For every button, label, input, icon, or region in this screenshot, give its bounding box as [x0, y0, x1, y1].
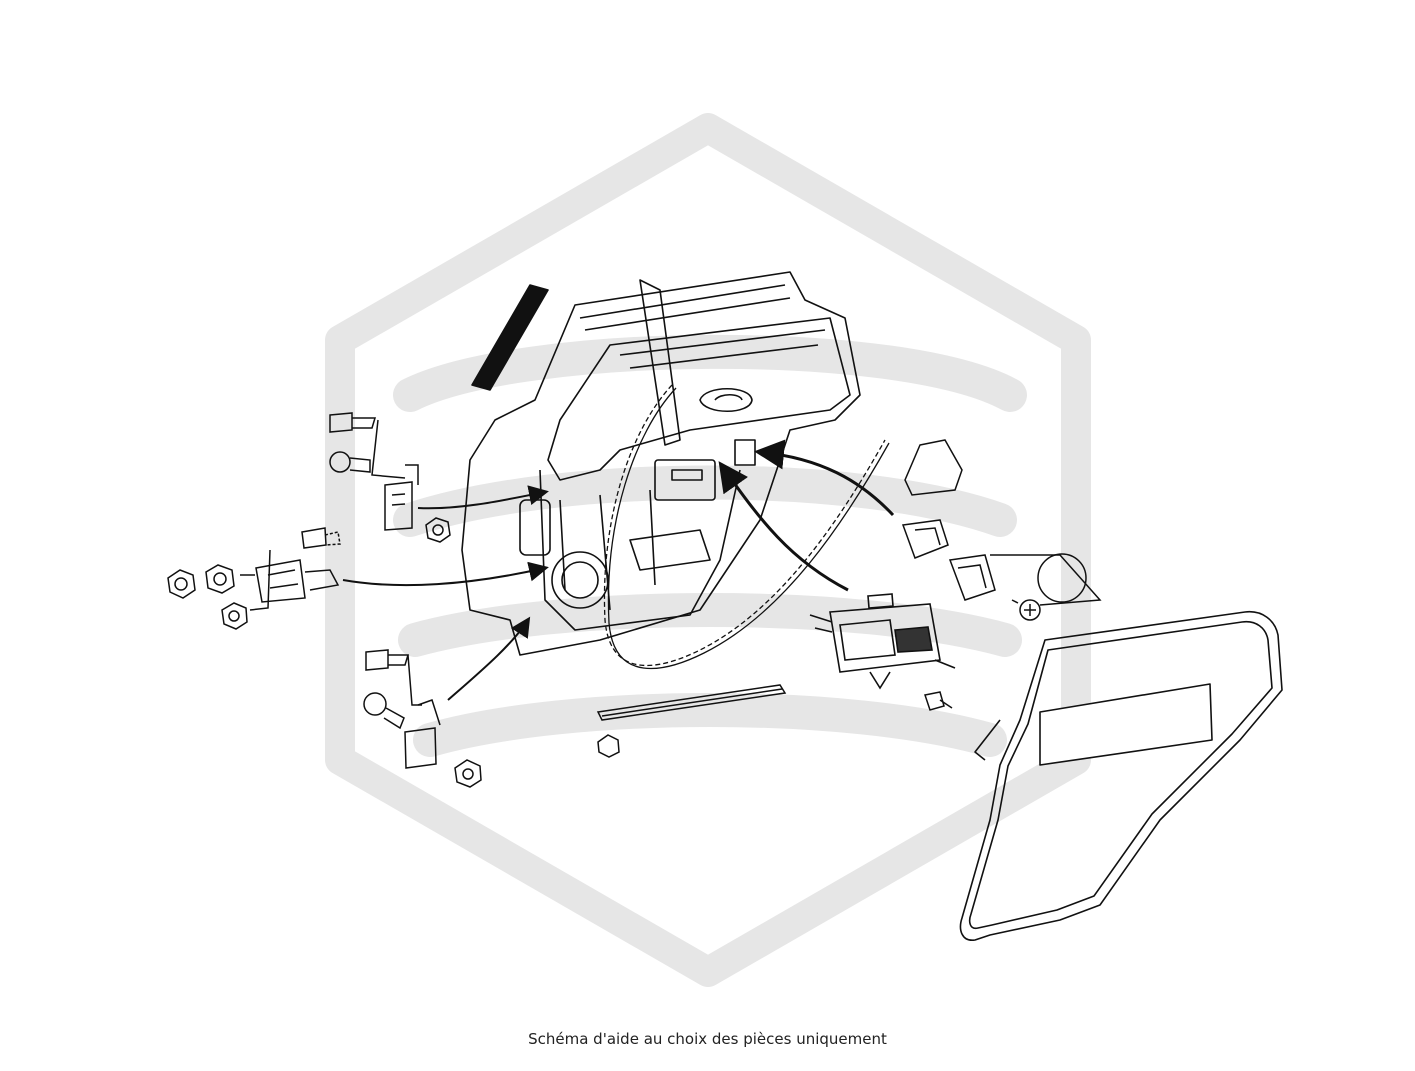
watermark-logo-icon	[325, 113, 1091, 987]
door-shell	[461, 271, 861, 656]
door-sill-strip	[596, 684, 787, 721]
door-lock-actuator	[809, 593, 956, 690]
door-weatherstrip	[959, 610, 1283, 941]
door-check-strap	[167, 527, 341, 630]
wiring-harness	[603, 384, 890, 670]
handle-components	[901, 439, 1102, 711]
upper-hinge	[329, 412, 451, 543]
leader-arrows	[342, 439, 895, 701]
lower-hinge	[363, 649, 620, 788]
diagram-caption: Schéma d'aide au choix des pièces unique…	[528, 1030, 887, 1048]
